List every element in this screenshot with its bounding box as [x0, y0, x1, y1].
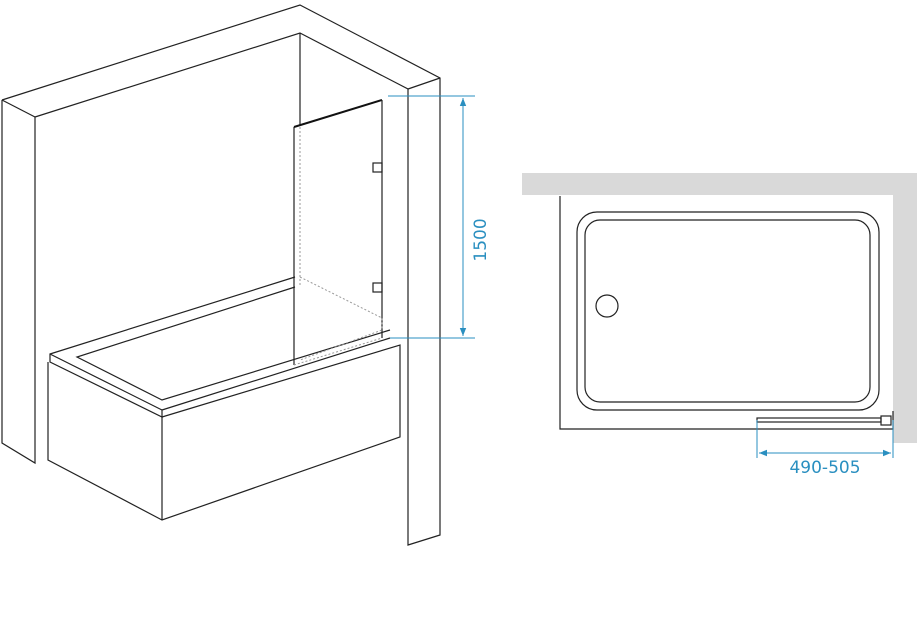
hinge-icon — [372, 162, 383, 173]
width-dimension: 490-505 — [756, 420, 894, 478]
plan-view: 490-505 — [522, 173, 917, 478]
drain-icon — [595, 294, 619, 318]
glass-panel — [293, 99, 383, 366]
height-label: 1500 — [471, 218, 491, 261]
width-label: 490-505 — [789, 458, 860, 478]
tub-inner — [584, 219, 871, 403]
bathtub — [47, 276, 401, 521]
tub-outer — [576, 211, 880, 411]
isometric-view: 1500 — [1, 4, 491, 546]
wall-structure — [1, 4, 441, 546]
hinge-icon — [372, 282, 383, 293]
height-dimension: 1500 — [388, 95, 491, 339]
glass-panel-plan — [756, 415, 892, 426]
